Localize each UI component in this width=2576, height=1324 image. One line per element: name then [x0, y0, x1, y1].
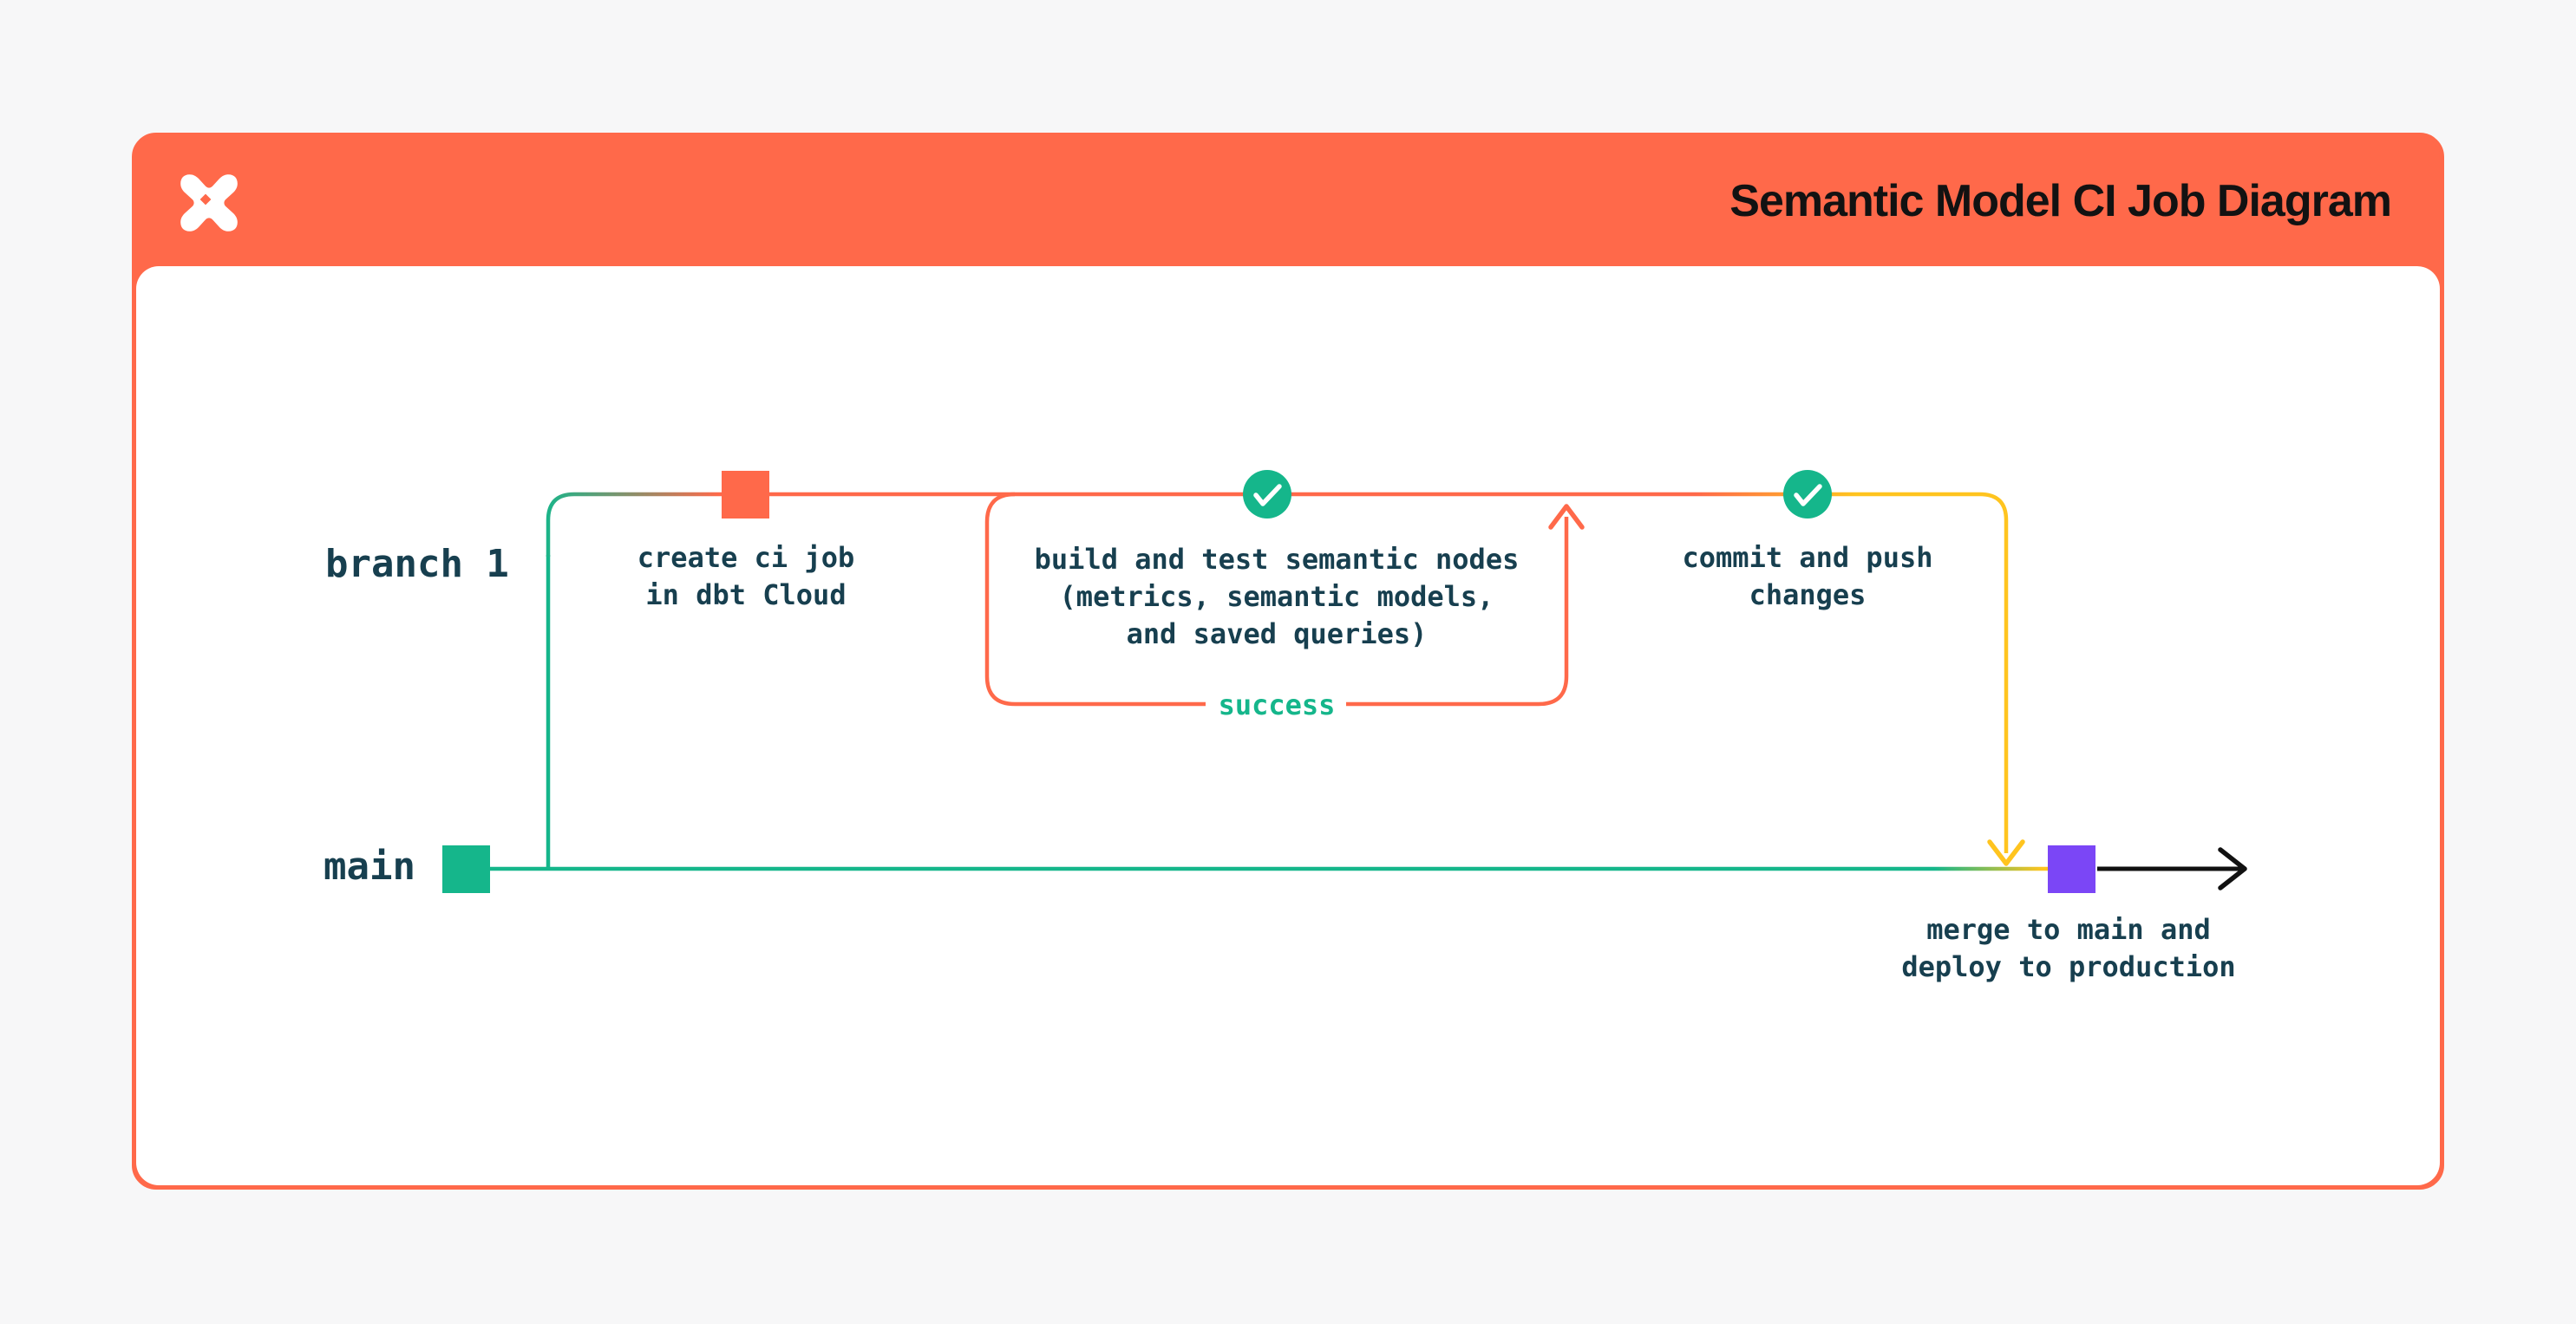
- card-header: Semantic Model CI Job Diagram: [136, 137, 2440, 266]
- card-body: [136, 266, 2440, 1185]
- dbt-logo-icon: [180, 174, 238, 232]
- diagram-card: Semantic Model CI Job Diagram: [132, 133, 2444, 1190]
- page-title: Semantic Model CI Job Diagram: [1729, 176, 2392, 226]
